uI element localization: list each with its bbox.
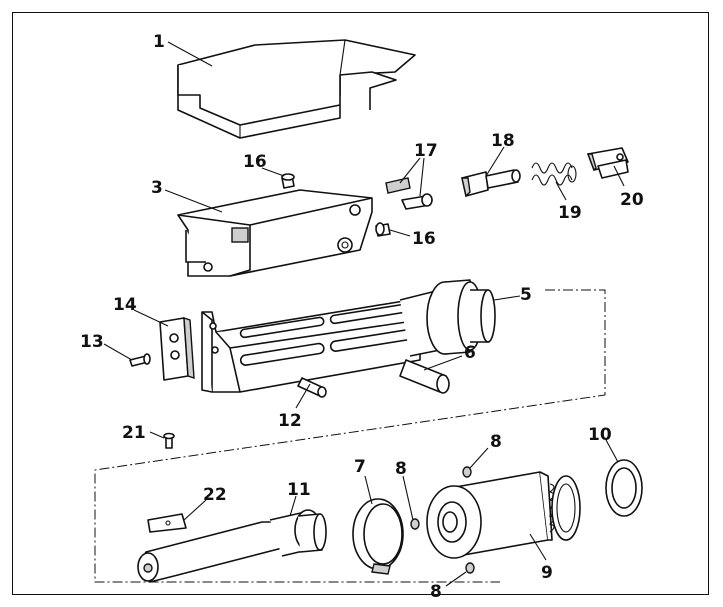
callout-14: 14 <box>113 295 137 315</box>
callout-20: 20 <box>620 190 644 210</box>
callout-17: 17 <box>414 141 438 161</box>
part-13-screw <box>103 343 151 367</box>
callout-6: 6 <box>464 343 476 363</box>
callout-10: 10 <box>588 425 612 445</box>
part-20-clevis <box>586 147 629 187</box>
callout-5: 5 <box>520 285 532 305</box>
part-16-screw-lower <box>375 222 411 237</box>
callout-13: 13 <box>80 332 104 352</box>
callout-16-lower: 16 <box>412 229 436 249</box>
part-1-cover <box>167 39 416 139</box>
upper-assembly-outline <box>94 289 606 583</box>
diagram-frame <box>12 12 709 595</box>
part-10-ring <box>605 439 643 517</box>
callout-12: 12 <box>278 411 302 431</box>
part-14-plate <box>133 309 195 381</box>
part-6-pin <box>399 355 463 394</box>
callout-11: 11 <box>287 480 311 500</box>
part-17-clip-and-pin <box>385 157 433 210</box>
part-7-collar <box>352 475 404 575</box>
callout-9: 9 <box>541 563 553 583</box>
part-11-rod <box>137 495 327 583</box>
callout-8-mid: 8 <box>395 459 407 479</box>
callout-3: 3 <box>151 178 163 198</box>
callout-18: 18 <box>491 131 515 151</box>
part-18-plunger <box>461 146 521 198</box>
callout-21: 21 <box>122 423 146 443</box>
callout-8-top: 8 <box>490 432 502 452</box>
callout-7: 7 <box>354 457 366 477</box>
callout-8-bottom: 8 <box>430 582 442 602</box>
part-9-sleeve <box>426 471 581 561</box>
part-16-screw-upper <box>261 167 295 189</box>
part-5-cylinder <box>426 279 521 355</box>
callout-22: 22 <box>203 485 227 505</box>
part-21-pin <box>149 431 175 449</box>
part-19-spring <box>531 162 577 201</box>
callout-16-upper: 16 <box>243 152 267 172</box>
callout-1: 1 <box>153 32 165 52</box>
part-8-setscrew-top <box>462 447 489 478</box>
part-22-clip <box>147 499 207 533</box>
part-12-pin <box>295 377 327 409</box>
callout-19: 19 <box>558 203 582 223</box>
part-8-setscrew-bottom <box>445 562 475 587</box>
part-3-housing <box>164 189 373 277</box>
part-8-setscrew-mid <box>402 475 420 530</box>
